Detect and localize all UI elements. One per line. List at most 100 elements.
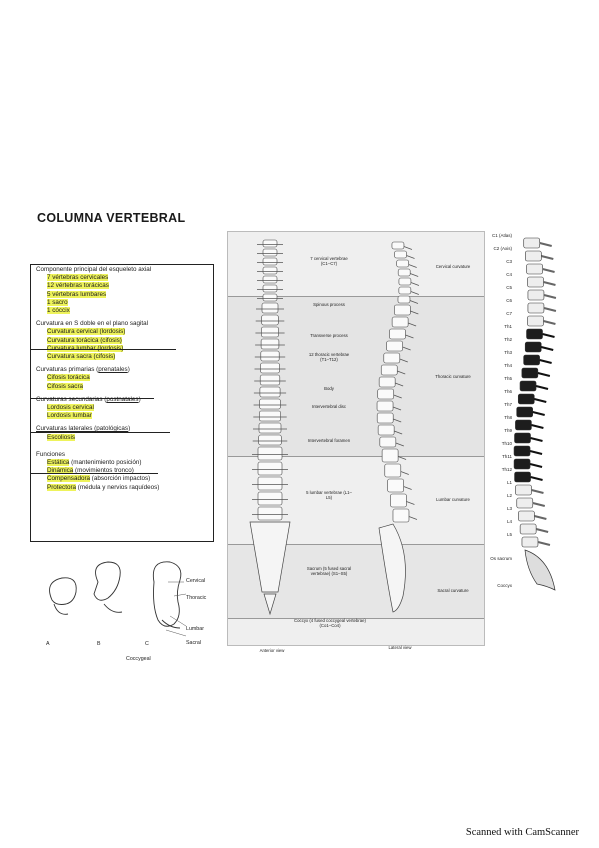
vertebra bbox=[527, 276, 556, 288]
vertebra bbox=[398, 277, 420, 286]
fetal-label-sacral: Sacral bbox=[186, 640, 202, 646]
fetal-curvature-illustration bbox=[49, 561, 187, 637]
vertebra bbox=[514, 471, 543, 483]
fetal-label-lumbar: Lumbar bbox=[186, 626, 204, 632]
list-item: 12 vértebras torácicas bbox=[47, 282, 109, 290]
vertebra bbox=[515, 484, 544, 496]
vertebra bbox=[252, 476, 288, 491]
side-label: Coccyx bbox=[497, 583, 512, 588]
side-label: L4 bbox=[506, 519, 512, 524]
side-label: Th4 bbox=[504, 363, 512, 368]
side-label: Th1 bbox=[504, 324, 512, 329]
function-item: Dinámica (movimientos tronco) bbox=[47, 467, 134, 475]
label-lumbar-curvature: Lumbar curvature bbox=[436, 497, 470, 502]
vertebra bbox=[389, 328, 414, 340]
vertebra bbox=[513, 458, 543, 470]
vertebra bbox=[527, 315, 556, 327]
side-label: L1 bbox=[506, 480, 512, 485]
vertebra bbox=[252, 434, 288, 446]
function-item: Protectora (médula y nervios raquídeos) bbox=[47, 483, 160, 491]
label-coccyx: Coccyx (4 fused coccygeal vertebrae) (Co… bbox=[294, 618, 366, 628]
vertebra bbox=[254, 350, 286, 362]
vertebra bbox=[397, 295, 419, 304]
label-lumbar-vertebrae: 5 lumbar vertebrae (L1–L5) bbox=[306, 490, 352, 500]
label-sacral-curvature: Sacral curvature bbox=[437, 588, 469, 593]
label-transverse-process: Transverse process bbox=[310, 333, 348, 338]
label-sacrum: Sacrum (5 fused sacral vertebrae) (S1–S5… bbox=[306, 566, 352, 576]
fetal-label-thoracic: Thoracic bbox=[186, 595, 207, 601]
side-label: Th2 bbox=[504, 337, 512, 342]
side-label: Os sacrum bbox=[490, 556, 512, 561]
pen-underline bbox=[30, 473, 158, 474]
lateral-list: Escoliosis bbox=[36, 433, 214, 442]
vertebra bbox=[257, 239, 283, 248]
side-label: L5 bbox=[506, 532, 512, 537]
vertebra bbox=[527, 289, 557, 301]
vertebra bbox=[255, 326, 285, 338]
fetal-label-cervical: Cervical bbox=[186, 578, 206, 584]
side-label: C2 (Axis) bbox=[493, 246, 512, 251]
side-label: Th9 bbox=[504, 428, 512, 433]
list-item: Lordosis lumbar bbox=[47, 412, 92, 420]
summary-content: Componente principal del esqueleto axial… bbox=[36, 266, 214, 492]
vertebra bbox=[523, 237, 552, 249]
page-title: COLUMNA VERTEBRAL bbox=[37, 211, 186, 225]
vertebra bbox=[377, 424, 403, 436]
side-label: C7 bbox=[506, 311, 512, 316]
side-spine-illustration bbox=[513, 237, 557, 591]
sacrum-shape bbox=[524, 549, 556, 591]
sagittal-list: Curvatura cervical (lordosis)Curvatura t… bbox=[36, 328, 214, 361]
side-label: C4 bbox=[506, 272, 512, 277]
vertebra bbox=[525, 250, 554, 262]
label-body: Body bbox=[324, 386, 334, 391]
vertebra bbox=[257, 266, 283, 275]
list-item: Curvatura sacra (cifosis) bbox=[47, 353, 116, 361]
list-item: 7 vértebras cervicales bbox=[47, 274, 109, 282]
side-label: L3 bbox=[506, 506, 512, 511]
label-intervertebral-disc: Intervertebral disc bbox=[311, 404, 347, 409]
side-label: Th7 bbox=[504, 402, 512, 407]
label-thoracic-curvature: Thoracic curvature bbox=[435, 374, 471, 379]
list-item: Cifosis torácica bbox=[47, 374, 90, 382]
vertebra bbox=[377, 388, 402, 400]
fetal-letter-a: A bbox=[46, 641, 50, 647]
vertebra bbox=[386, 340, 411, 352]
side-label: Th8 bbox=[504, 415, 512, 420]
vertebra bbox=[376, 400, 402, 412]
lateral-spine-illustration bbox=[376, 241, 420, 613]
coccyx-band bbox=[228, 618, 484, 619]
side-label: Th3 bbox=[504, 350, 512, 355]
vertebra bbox=[253, 422, 287, 434]
vertebra bbox=[257, 248, 283, 257]
list-item: Lordosis cervical bbox=[47, 404, 94, 412]
vertebra bbox=[387, 478, 412, 493]
label-thoracic-vertebrae: 12 thoracic vertebrae (T1–T12) bbox=[308, 352, 350, 362]
vertebra bbox=[254, 374, 286, 386]
vertebra bbox=[252, 491, 288, 506]
vertebra bbox=[392, 508, 418, 523]
sagittal-heading: Curvatura en S doble en el plano sagital bbox=[36, 320, 149, 328]
vertebra bbox=[527, 302, 557, 314]
sacrum-shape bbox=[249, 521, 291, 593]
vertebra bbox=[396, 259, 417, 268]
vertebra bbox=[253, 398, 287, 410]
vertebra bbox=[376, 412, 402, 424]
vertebra bbox=[514, 432, 543, 444]
side-label: L2 bbox=[506, 493, 512, 498]
vertebra bbox=[519, 523, 549, 535]
secondary-heading: Curvaturas secundarias (postnatales) bbox=[36, 395, 141, 403]
vertebra bbox=[521, 536, 551, 548]
side-label: Th10 bbox=[501, 441, 512, 446]
vertebra bbox=[519, 380, 549, 392]
anterior-spine-illustration bbox=[249, 239, 291, 616]
vertebra bbox=[257, 257, 283, 266]
function-item: Estática (mantenimiento posición) bbox=[47, 459, 142, 467]
side-label: C1 (Atlas) bbox=[491, 233, 512, 238]
vertebra bbox=[255, 314, 285, 326]
vertebra bbox=[513, 445, 543, 457]
functions-heading: Funciones bbox=[36, 450, 66, 458]
primary-heading: Curvaturas primarias (prenatales) bbox=[36, 366, 130, 374]
